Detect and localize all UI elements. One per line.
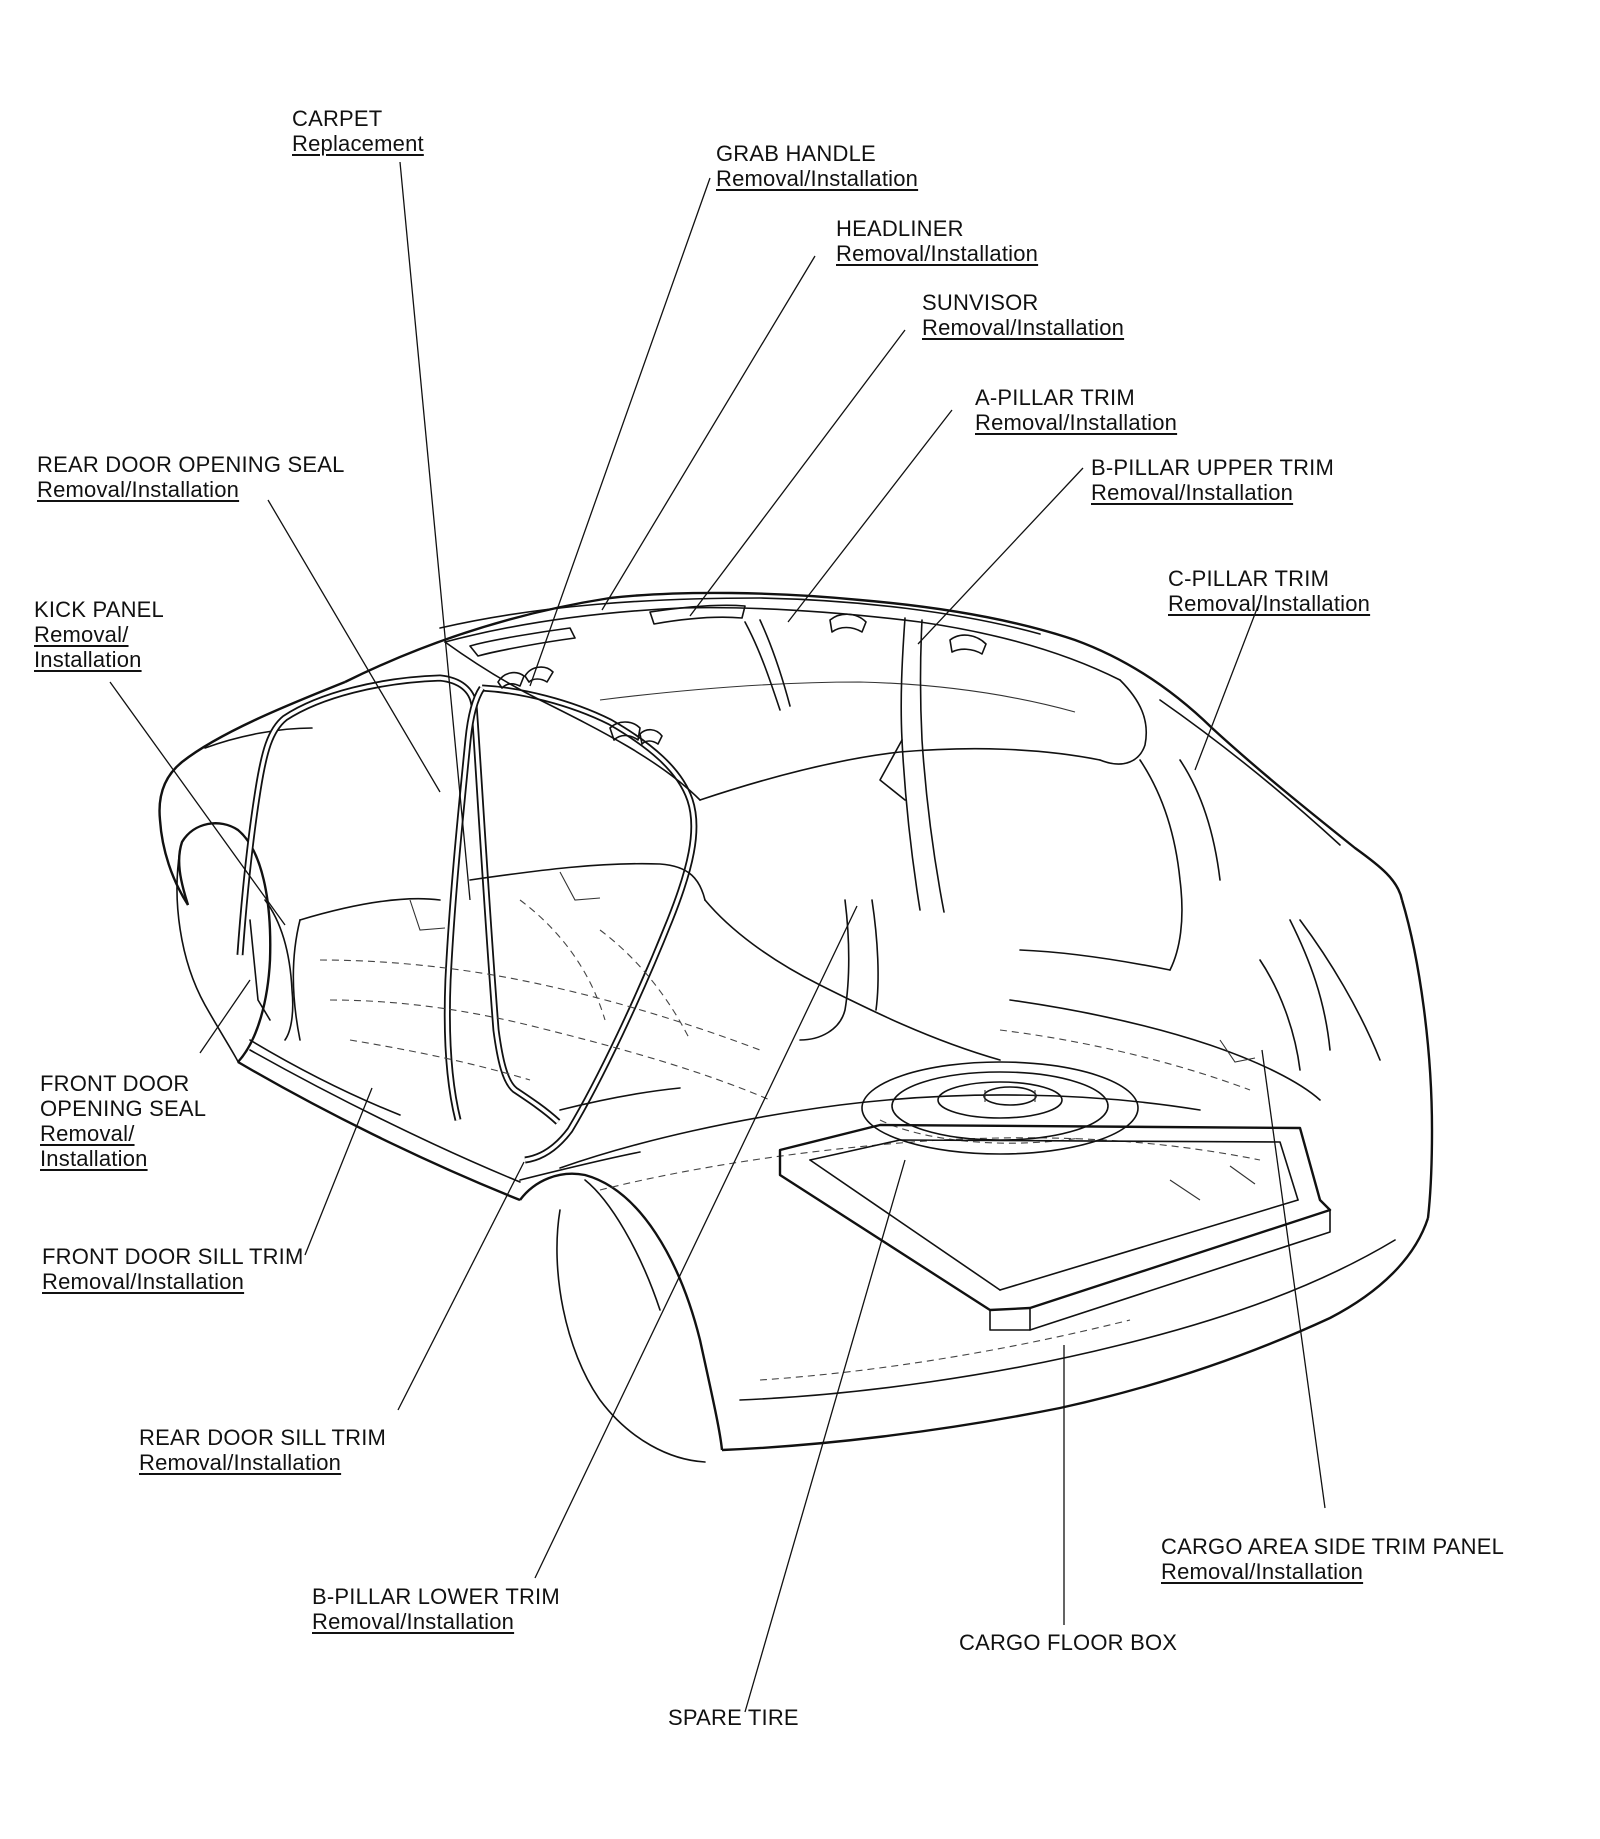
callout-cargo-area-side-trim-panel-title: CARGO AREA SIDE TRIM PANEL [1161,1534,1505,1559]
callout-b-pillar-lower-trim-title: B-PILLAR LOWER TRIM [312,1584,560,1609]
leader-sunvisor [689,329,906,617]
leader-lines [109,161,1326,1713]
callout-carpet: CARPET Replacement [292,106,424,156]
leader-spare-tire [744,1159,906,1713]
callout-b-pillar-upper-trim-subtitle: Removal/Installation [1091,480,1294,505]
leader-kick-panel [109,681,286,926]
callout-rear-door-opening-seal: REAR DOOR OPENING SEAL Removal/Installat… [37,452,345,502]
leader-b-pillar-lower-trim [534,905,858,1579]
callout-cargo-floor-box: CARGO FLOOR BOX [959,1630,1177,1655]
carpet-shape [292,862,1001,1101]
callout-c-pillar-trim: C-PILLAR TRIM Removal/Installation [1168,566,1370,616]
leader-a-pillar-trim [787,409,953,623]
callout-front-door-opening-seal: FRONT DOOR OPENING SEAL Removal/ Install… [40,1071,206,1171]
callout-a-pillar-trim-title: A-PILLAR TRIM [975,385,1135,410]
callout-sunvisor: SUNVISOR Removal/Installation [922,290,1124,340]
callout-cargo-area-side-trim-panel: CARGO AREA SIDE TRIM PANEL Removal/Insta… [1161,1534,1504,1584]
callout-rear-door-opening-seal-title: REAR DOOR OPENING SEAL [37,452,345,477]
rear-door-opening-seal-shape [443,684,698,1164]
front-door-opening-seal-shape [236,674,561,1125]
b-pillar-lower-trim-shape [799,899,879,1041]
callout-spare-tire-title: SPARE TIRE [668,1705,799,1730]
callout-kick-panel-subtitle-1: Removal/ [34,622,129,647]
car-body-outline [158,591,1434,1463]
leader-carpet [399,161,471,901]
kick-panel-shape [249,899,294,1041]
leader-headliner [601,255,816,611]
callout-b-pillar-upper-trim-title: B-PILLAR UPPER TRIM [1091,455,1335,480]
sill-trim-shapes [249,1039,681,1181]
callout-kick-panel-subtitle-2: Installation [34,647,142,672]
callout-front-door-opening-seal-title-1: FRONT DOOR [40,1071,190,1096]
callout-cargo-floor-box-title: CARGO FLOOR BOX [959,1630,1178,1655]
callout-b-pillar-upper-trim: B-PILLAR UPPER TRIM Removal/Installation [1091,455,1334,505]
callout-kick-panel-title: KICK PANEL [34,597,164,622]
leader-rear-door-sill-trim [397,1161,525,1411]
callout-rear-door-sill-trim-title: REAR DOOR SILL TRIM [139,1425,387,1450]
leader-front-door-opening-seal [199,979,251,1054]
cargo-floor-box-shape [778,1123,1332,1331]
callout-a-pillar-trim-subtitle: Removal/Installation [975,410,1178,435]
callout-grab-handle-title: GRAB HANDLE [716,141,876,166]
callout-kick-panel: KICK PANEL Removal/ Installation [34,597,164,672]
callout-rear-door-sill-trim: REAR DOOR SILL TRIM Removal/Installation [139,1425,386,1475]
callout-spare-tire: SPARE TIRE [668,1705,799,1730]
leader-b-pillar-upper-trim [917,467,1084,645]
callout-headliner-title: HEADLINER [836,216,964,241]
callout-c-pillar-trim-title: C-PILLAR TRIM [1168,566,1330,591]
leader-grab-handle [529,177,711,687]
leader-rear-door-opening-seal [267,499,441,793]
callout-grab-handle: GRAB HANDLE Removal/Installation [716,141,918,191]
leader-c-pillar-trim [1194,605,1259,771]
callout-front-door-sill-trim-subtitle: Removal/Installation [42,1269,245,1294]
callout-sunvisor-subtitle: Removal/Installation [922,315,1125,340]
headliner-shape [444,604,1221,971]
callout-c-pillar-trim-subtitle: Removal/Installation [1168,591,1371,616]
callout-front-door-sill-trim: FRONT DOOR SILL TRIM Removal/Installatio… [42,1244,304,1294]
callout-front-door-opening-seal-subtitle-1: Removal/ [40,1121,135,1146]
cargo-area-shape [999,919,1331,1101]
leader-front-door-sill-trim [304,1087,373,1256]
callout-headliner: HEADLINER Removal/Installation [836,216,1038,266]
callout-carpet-title: CARPET [292,106,383,131]
callout-front-door-sill-trim-title: FRONT DOOR SILL TRIM [42,1244,304,1269]
callout-rear-door-sill-trim-subtitle: Removal/Installation [139,1450,342,1475]
callout-b-pillar-lower-trim: B-PILLAR LOWER TRIM Removal/Installation [312,1584,560,1634]
callout-front-door-opening-seal-subtitle-2: Installation [40,1146,148,1171]
callout-grab-handle-subtitle: Removal/Installation [716,166,919,191]
callout-rear-door-opening-seal-subtitle: Removal/Installation [37,477,240,502]
callout-headliner-subtitle: Removal/Installation [836,241,1039,266]
callout-carpet-subtitle: Replacement [292,131,424,156]
callout-sunvisor-title: SUNVISOR [922,290,1039,315]
callout-front-door-opening-seal-title-2: OPENING SEAL [40,1096,207,1121]
callout-b-pillar-lower-trim-subtitle: Removal/Installation [312,1609,515,1634]
leader-cargo-area-side-trim-panel [1261,1049,1326,1509]
callout-a-pillar-trim: A-PILLAR TRIM Removal/Installation [975,385,1177,435]
callout-cargo-area-side-trim-panel-subtitle: Removal/Installation [1161,1559,1364,1584]
